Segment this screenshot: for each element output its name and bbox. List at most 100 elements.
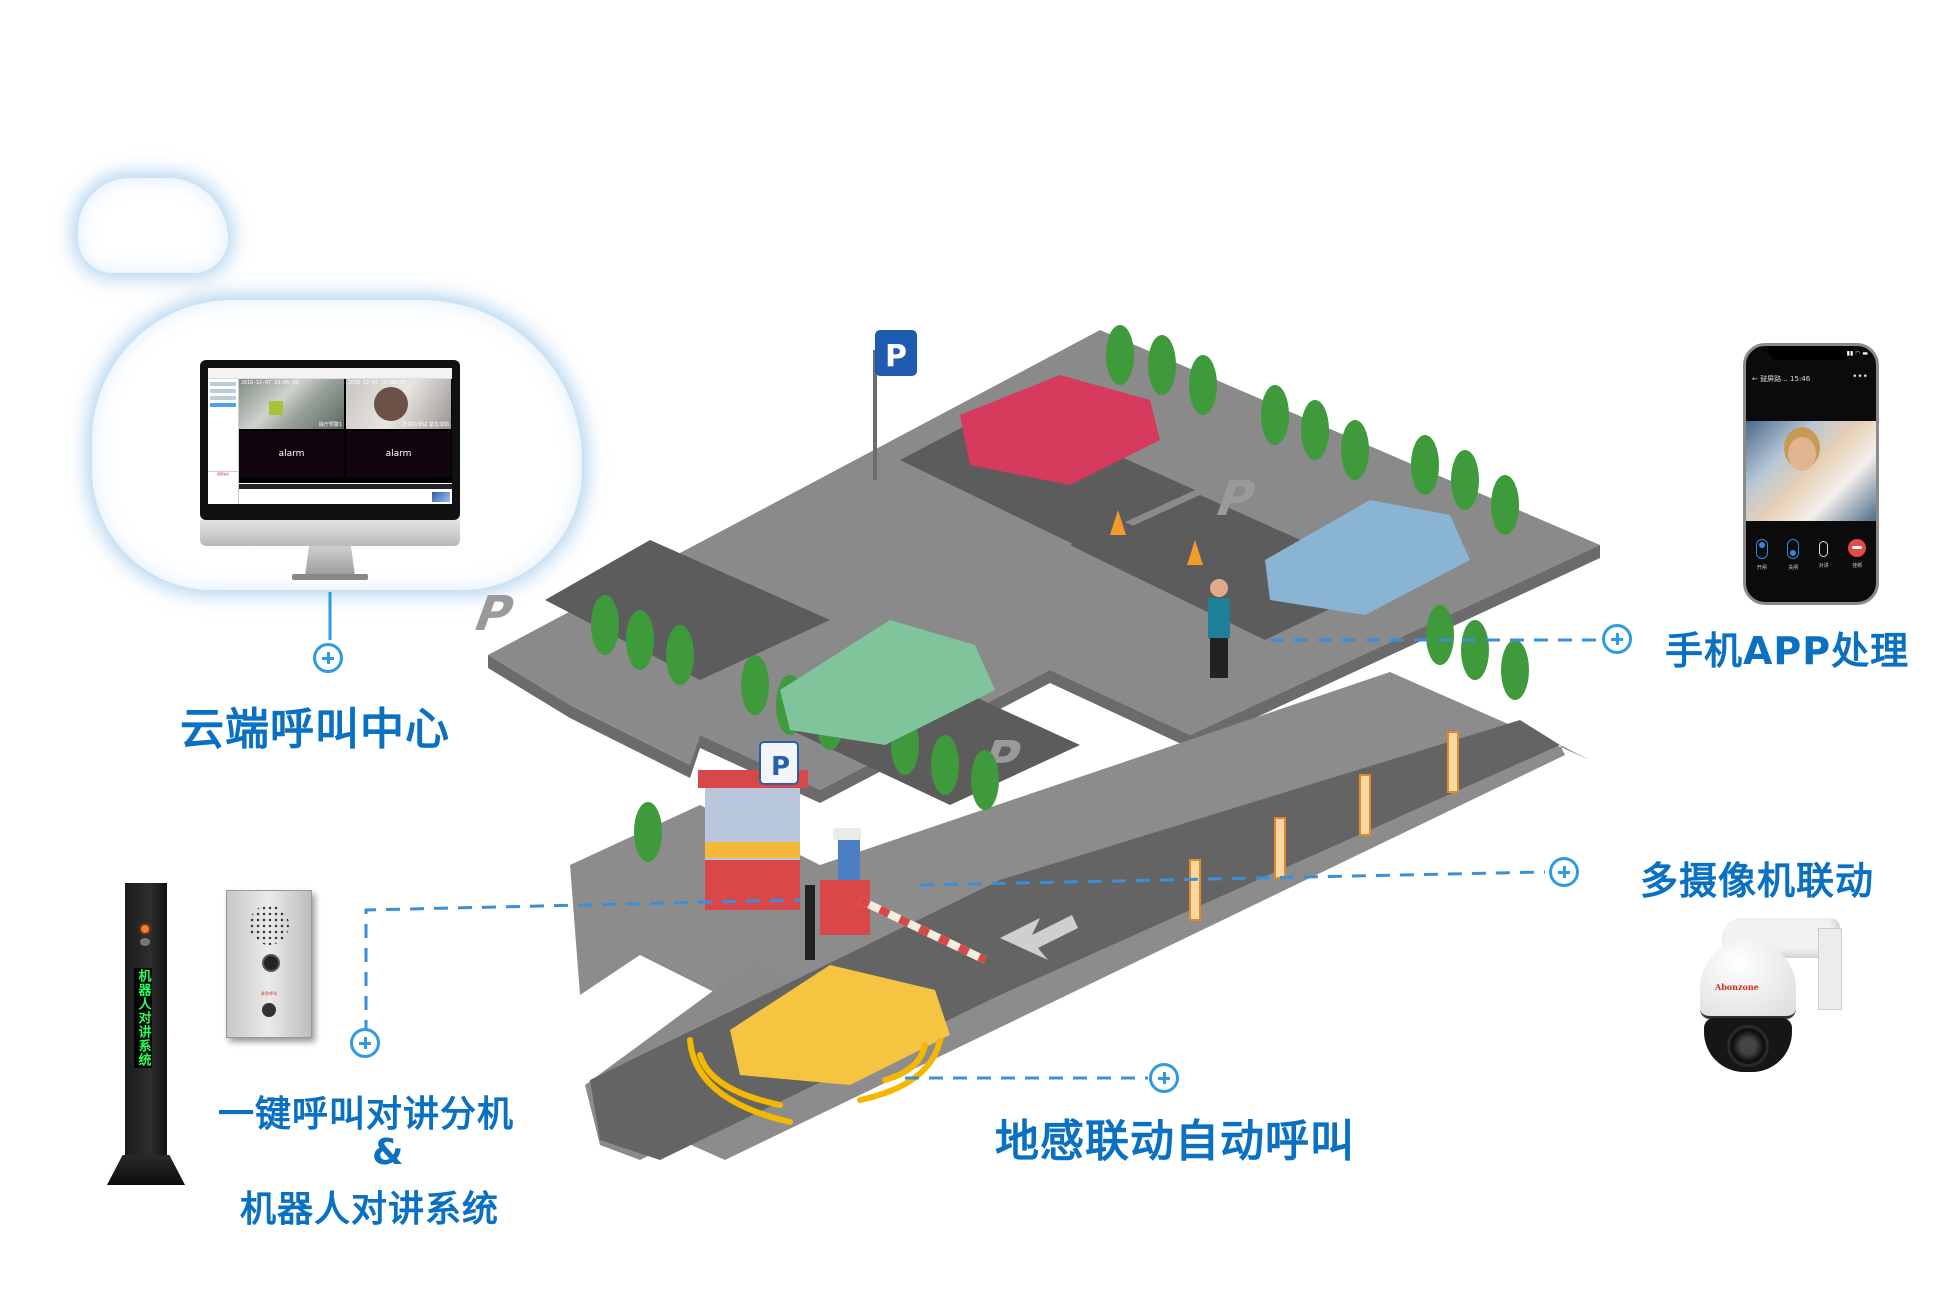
security-guard-legs: [1210, 638, 1228, 678]
phone-time: 15:46: [1790, 375, 1811, 383]
ptz-camera-dome: [1700, 940, 1796, 1019]
intercom-connector: [364, 898, 801, 1034]
gate-open-icon: [1755, 539, 1768, 559]
barrier-arm-stripes: [858, 896, 987, 964]
phone-controls: 开闸 关闸 对讲 挂断: [1746, 539, 1876, 571]
monitor-chin: [200, 520, 460, 546]
label-ground-sensor: 地感联动自动呼叫: [995, 1116, 1355, 1167]
small-cloud: [78, 178, 228, 273]
gate-open-button[interactable]: 开闸: [1755, 539, 1768, 571]
gate-open-label: 开闸: [1756, 565, 1767, 571]
video-toolbar[interactable]: [239, 484, 452, 489]
traffic-cone: [1110, 510, 1126, 535]
app-logo: [432, 492, 450, 502]
camera-connector-plus[interactable]: [1549, 857, 1579, 887]
gate-close-icon: [1787, 539, 1800, 559]
direction-arrow: [1000, 915, 1078, 960]
label-multi-camera: 多摄像机联动: [1640, 859, 1875, 903]
parking-sign: [875, 330, 917, 376]
app-menu-bar: [208, 368, 452, 379]
intercom-post: [805, 885, 815, 960]
alarm-pane-2[interactable]: alarm: [346, 431, 451, 477]
camera-connector: [919, 870, 1546, 887]
camera-2-timestamp: 2018-12-07 18:00:09: [348, 380, 406, 386]
booth-stripe: [705, 842, 800, 858]
camera-1-caption: 操厅预警1: [318, 422, 342, 428]
tower-base: [107, 1155, 185, 1185]
security-guard-head: [1210, 579, 1228, 597]
red-car: [960, 375, 1160, 485]
alarm-list-header: 报警信息: [208, 471, 238, 478]
blue-car: [1265, 500, 1470, 615]
talk-label: 对讲: [1818, 563, 1829, 569]
hang-up-button[interactable]: 挂断: [1848, 539, 1867, 571]
one-key-intercom-panel: 紧急呼叫: [226, 890, 312, 1038]
label-intercom-amp: &: [372, 1132, 405, 1173]
phone-title: 鼓屏路...: [1760, 375, 1788, 383]
booth-sign: [759, 741, 799, 785]
camera-feed-1[interactable]: 2018-12-07 18:00:09 操厅预警1: [239, 379, 344, 429]
camera-1-timestamp: 2018-12-07 18:00:09: [241, 380, 299, 386]
parking-bay: [1070, 520, 1300, 625]
camera-2-caption: 异常的测试 紧急求助: [402, 422, 449, 428]
yellow-taxi: [730, 965, 950, 1085]
tree-item[interactable]: [210, 403, 236, 407]
smartphone: ▮▮ ◠ ▬ ← 鼓屏路... 15:46 ••• 开闸 关闸 对讲 挂断: [1743, 343, 1879, 605]
security-guard: [1208, 598, 1230, 638]
phone-video-feed: [1746, 421, 1876, 521]
device-tree: 报警信息: [208, 379, 239, 504]
bollards: [1189, 731, 1459, 921]
microphone-icon: [1819, 541, 1829, 557]
tower-indicator-light: [141, 925, 149, 933]
lpr-camera: [833, 828, 861, 840]
barrier-gate: [820, 880, 870, 935]
back-arrow-icon[interactable]: ←: [1752, 375, 1758, 383]
camera-feed-2[interactable]: 2018-12-07 18:00:09 异常的测试 紧急求助: [346, 379, 451, 429]
tree-item[interactable]: [210, 396, 236, 400]
label-intercom-line2: 机器人对讲系统: [240, 1189, 500, 1230]
phone-header: ← 鼓屏路... 15:46: [1752, 374, 1810, 384]
booth-sign-letter: P: [771, 752, 790, 782]
ptz-wall-mount: [1818, 928, 1842, 1010]
talk-button[interactable]: 对讲: [1819, 539, 1829, 571]
green-car: [780, 620, 995, 745]
monitor-bezel: 报警信息 2018-12-07 18:00:09 操厅预警1 2018-12-0…: [200, 360, 460, 520]
label-cloud-call-center: 云端呼叫中心: [180, 704, 450, 755]
gate-close-label: 关闸: [1788, 565, 1799, 571]
gate-close-button[interactable]: 关闸: [1787, 539, 1800, 571]
panel-call-button[interactable]: [262, 1003, 276, 1017]
status-bar: [239, 489, 452, 504]
phone-status-icons: ▮▮ ◠ ▬: [1846, 350, 1868, 357]
panel-button-label: 紧急呼叫: [261, 991, 277, 996]
tree-item[interactable]: [210, 382, 236, 386]
app-connector-plus[interactable]: [1602, 624, 1632, 654]
hang-up-icon: [1848, 539, 1867, 557]
speaker-grille-icon: [249, 905, 289, 945]
more-icon[interactable]: •••: [1852, 372, 1868, 382]
call-center-monitor: 报警信息 2018-12-07 18:00:09 操厅预警1 2018-12-0…: [200, 360, 460, 580]
parking-bay: [545, 540, 830, 680]
ptz-brand-label: Abonzone: [1715, 982, 1759, 992]
monitor-base: [292, 574, 368, 580]
parking-sign-letter: P: [885, 339, 907, 374]
lpr-camera-stand: [838, 835, 860, 880]
label-intercom-line1: 一键呼叫对讲分机: [218, 1094, 515, 1135]
tree-item[interactable]: [210, 389, 236, 393]
upper-lot-edge: [488, 545, 1600, 803]
bay-p-mark: P: [466, 585, 522, 641]
hang-up-label: 挂断: [1852, 563, 1863, 569]
panel-camera-icon: [262, 954, 280, 972]
video-grid: 2018-12-07 18:00:09 操厅预警1 2018-12-07 18:…: [239, 379, 452, 483]
intercom-connector-plus[interactable]: [350, 1028, 380, 1058]
sensor-connector-plus[interactable]: [1149, 1063, 1179, 1093]
alarm-pane-1[interactable]: alarm: [239, 431, 344, 477]
monitor-screen: 报警信息 2018-12-07 18:00:09 操厅预警1 2018-12-0…: [208, 368, 452, 504]
phone-notch: [1768, 346, 1854, 360]
monitor-stand: [305, 546, 355, 576]
cloud-connector-plus[interactable]: [313, 643, 343, 673]
connector-lines: [364, 638, 1600, 1080]
label-mobile-app: 手机APP处理: [1665, 629, 1910, 673]
tower-call-button[interactable]: [140, 938, 150, 946]
traffic-cone: [1187, 540, 1203, 565]
